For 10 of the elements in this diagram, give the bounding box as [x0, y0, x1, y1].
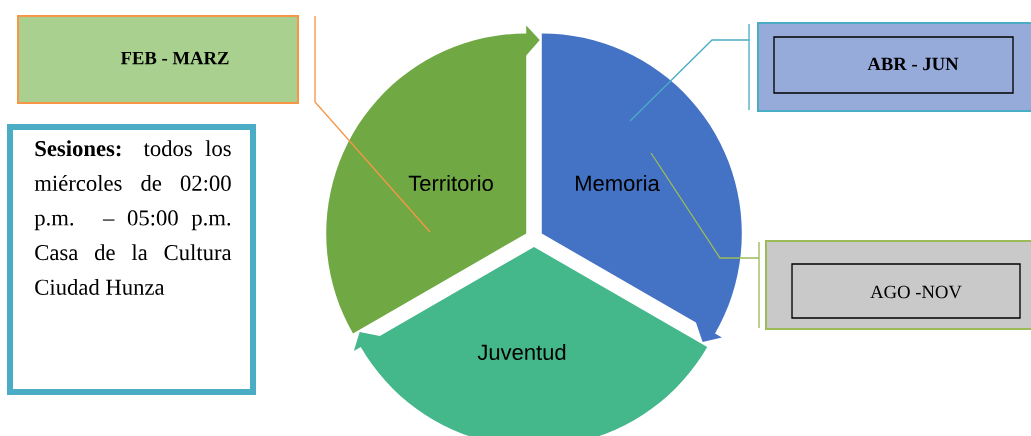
- leader-line: [314, 15, 431, 233]
- arrow-segment: Juventud: [353, 247, 708, 436]
- note-box: Sesiones: todos los miércoles de 02:00 p.m. – 05:00 p.m. Casa de la Cultura Ciudad Hunza: [7, 124, 256, 395]
- leader-line: [650, 152, 760, 329]
- arrow-segment: Territorio: [326, 25, 540, 334]
- date-box: ABR - JUN: [757, 22, 1031, 112]
- leader-line: [629, 23, 750, 122]
- date-box: AGO -NOV: [765, 240, 1031, 330]
- date-box: FEB - MARZ: [17, 15, 299, 104]
- arrow-segment: Memoria: [541, 33, 742, 342]
